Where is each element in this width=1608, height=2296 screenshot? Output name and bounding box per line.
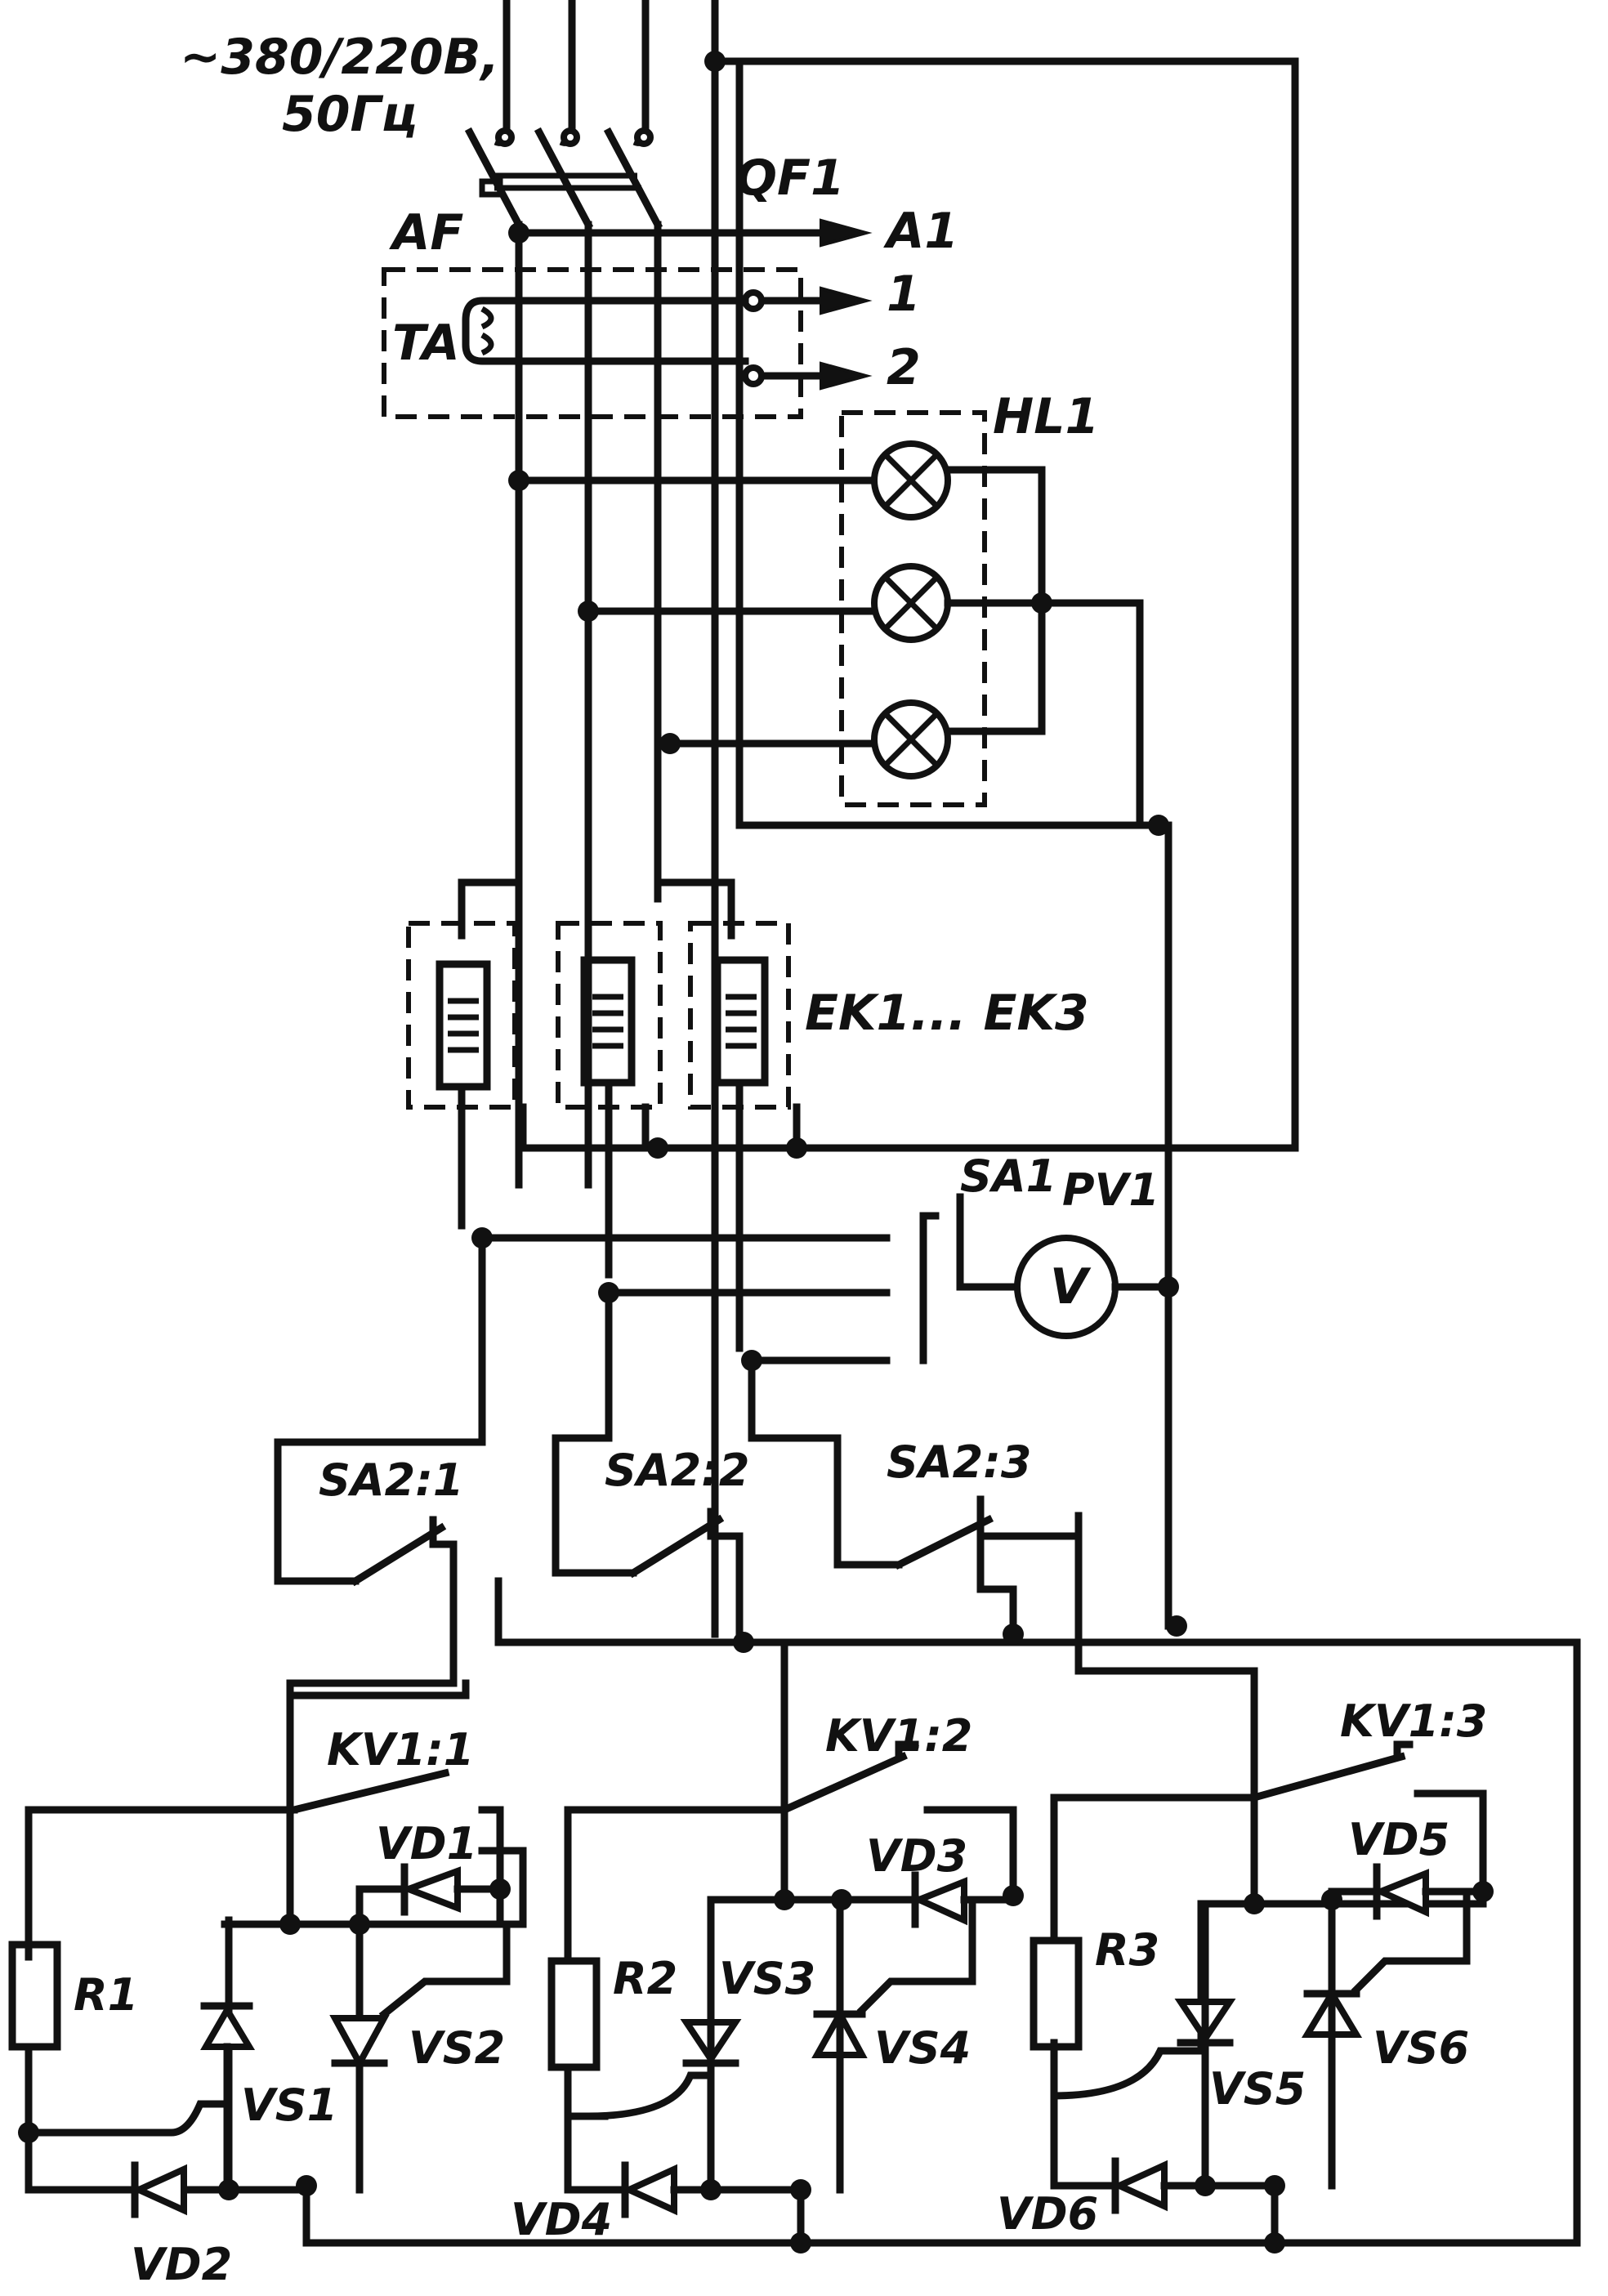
label-vd2: VD2: [131, 2239, 232, 2290]
label-vs1: VS1: [241, 2079, 337, 2131]
label-kv1-2: KV1:2: [825, 1710, 972, 1762]
label-out-a1: A1: [883, 203, 958, 260]
label-r2: R2: [613, 1953, 677, 2004]
thyristor-block-1: [8, 1679, 527, 2218]
label-r3: R3: [1095, 1924, 1159, 1976]
labels: ~380/220В, 50Гц AF QF1 A1 1 2 TA HL1 EK1…: [74, 29, 1487, 2290]
label-vs6: VS6: [1373, 2022, 1469, 2074]
neutral-bus: [519, 51, 1299, 1152]
current-transformer-ta: [382, 267, 803, 419]
lamps-hl1: [508, 57, 1172, 1630]
label-vs4: VS4: [874, 2022, 971, 2074]
label-sa2-1: SA2:1: [319, 1454, 463, 1506]
lamp-3: [871, 699, 951, 779]
thyristor-block-2: [547, 1638, 1024, 2254]
label-sa1: SA1: [960, 1150, 1056, 1202]
label-qf1: QF1: [735, 150, 845, 207]
label-sa2-2: SA2:2: [605, 1445, 749, 1496]
label-kv1-3: KV1:3: [1340, 1695, 1487, 1747]
label-vd4: VD4: [511, 2194, 612, 2245]
label-hl1: HL1: [993, 388, 1099, 445]
label-vs2: VS2: [409, 2022, 505, 2074]
label-out-1: 1: [887, 266, 921, 323]
label-vd3: VD3: [866, 1830, 967, 1882]
switch-sa1-voltmeter-pv1: [471, 1193, 1179, 1371]
label-ta: TA: [392, 315, 460, 372]
switches-sa2: [274, 1234, 1581, 2247]
heaters-ek: [406, 878, 807, 1352]
label-af: AF: [389, 204, 463, 261]
circuit-breaker-qf1: [464, 127, 663, 1189]
lamp-1: [871, 440, 951, 520]
label-ek: EK1... EK3: [805, 985, 1089, 1042]
label-vs3: VS3: [719, 1953, 815, 2004]
lamp-2: [871, 563, 951, 643]
label-supply-2: 50Гц: [282, 86, 418, 143]
label-kv1-1: KV1:1: [327, 1724, 474, 1776]
label-vs5: VS5: [1209, 2063, 1306, 2115]
label-vd1: VD1: [376, 1818, 477, 1869]
label-supply-1: ~380/220В,: [180, 29, 499, 86]
voltmeter-symbol: V: [1050, 1258, 1092, 1316]
label-r1: R1: [74, 1969, 138, 2021]
outputs: [508, 218, 873, 391]
label-vd6: VD6: [997, 2188, 1098, 2240]
label-pv1: PV1: [1062, 1164, 1159, 1216]
label-out-2: 2: [887, 339, 921, 396]
label-vd5: VD5: [1348, 1814, 1449, 1865]
thyristor-block-3: [1030, 1512, 1494, 2254]
label-sa2-3: SA2:3: [887, 1436, 1031, 1488]
supply-input: [494, 0, 719, 1638]
